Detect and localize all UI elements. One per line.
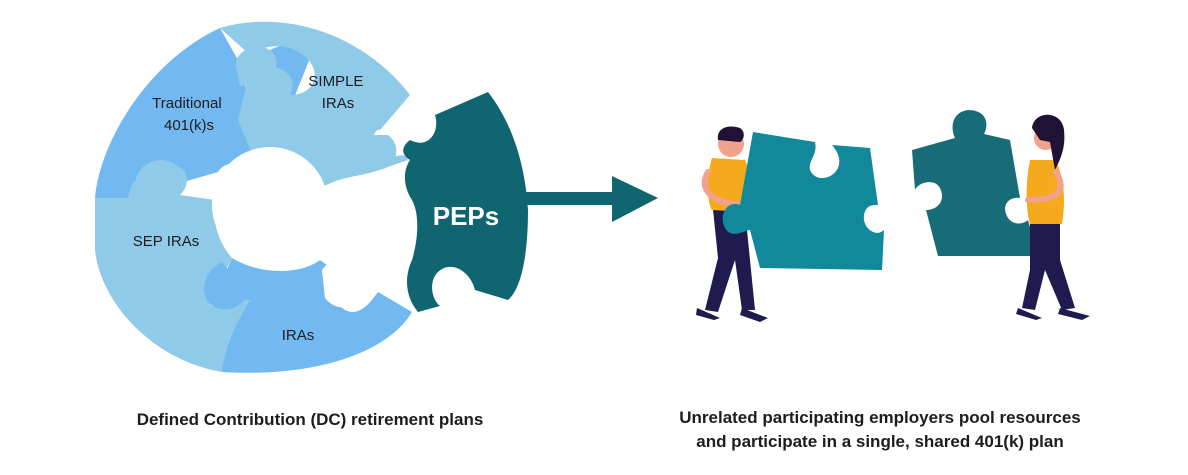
- label-traditional-401k: Traditional 401(k)s: [152, 95, 226, 134]
- person-woman-illustration: [1016, 114, 1090, 320]
- label-simple-line2: IRAs: [322, 95, 355, 112]
- caption-pep-line1: Unrelated participating employers pool r…: [679, 408, 1081, 427]
- peps-puzzle-piece: [403, 92, 528, 312]
- label-iras-line1: IRAs: [282, 327, 315, 344]
- label-traditional-line2: 401(k)s: [164, 117, 214, 134]
- tab-iras-left: [203, 262, 248, 310]
- label-simple-line1: SIMPLE: [308, 73, 363, 90]
- label-traditional-line1: Traditional: [152, 95, 221, 112]
- label-iras: IRAs: [282, 327, 315, 344]
- ring-center-hole: [212, 147, 328, 263]
- tab-sep-top: [135, 160, 185, 198]
- tab-simple-bottom: [355, 135, 397, 171]
- puzzle-piece-teal-b: [912, 110, 1038, 256]
- puzzle-piece-teal-a: [722, 132, 884, 270]
- notch-traditional-top: [235, 46, 277, 86]
- label-simple-iras: SIMPLE IRAs: [308, 73, 367, 112]
- label-sep-line1: SEP IRAs: [133, 233, 199, 250]
- arrow: [525, 176, 658, 222]
- caption-pep-line2: and participate in a single, shared 401(…: [696, 432, 1064, 451]
- caption-pep-description: Unrelated participating employers pool r…: [600, 406, 1160, 454]
- caption-dc-plans: Defined Contribution (DC) retirement pla…: [136, 410, 484, 429]
- notch-iras-right: [322, 258, 373, 308]
- segment-iras: [219, 258, 412, 373]
- label-peps: PEPs: [433, 201, 500, 231]
- segment-sep-iras: [95, 164, 252, 372]
- label-sep-iras: SEP IRAs: [133, 233, 199, 250]
- dc-plan-ring: [95, 21, 412, 373]
